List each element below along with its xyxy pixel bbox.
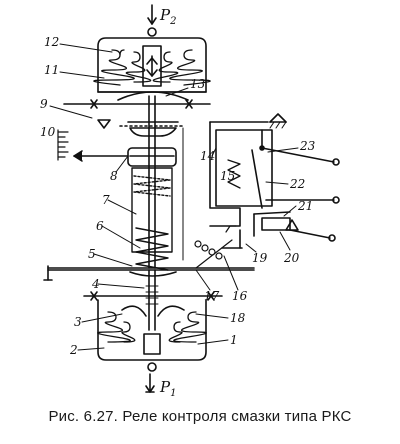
upper-diaphragm [117,91,189,101]
base-flange [43,265,255,281]
part-number-labels: 12 11 13 9 10 8 7 6 5 4 3 2 1 18 17 16 1… [40,35,316,357]
flange-mark-left [90,99,98,109]
label-p1: P [159,378,171,396]
lower-rod [145,269,159,331]
lower-bellows-housing [97,299,207,361]
part-14: 14 [200,149,215,163]
terminal-23 [332,158,340,166]
flange-mark-right [185,99,193,109]
scale-10 [57,129,69,161]
part-20: 20 [283,251,300,265]
wire-23 [261,147,335,163]
bottom-inlet [145,362,157,393]
svg-text:P1: P1 [159,378,176,399]
lower-flange-mark-right [207,291,215,301]
part-4: 4 [91,277,100,291]
part-17: 17 [204,289,220,303]
part-16: 16 [232,289,248,303]
part-22: 22 [289,177,305,191]
label-p2-sub: 2 [169,16,176,27]
upper-spring-box [142,45,162,87]
leader-lines [49,43,299,351]
terminal-22 [332,196,340,204]
label-p2: P [159,6,171,24]
part-13: 13 [190,77,206,91]
part-15: 15 [220,169,235,183]
frame-14 [182,121,269,261]
indicator-9 [97,119,111,129]
part-6: 6 [96,219,104,233]
svg-text:P2: P2 [159,6,176,27]
lower-bellows-left [97,311,136,343]
part-11: 11 [44,63,59,77]
part-18: 18 [230,311,246,325]
upper-bellows-left [93,49,152,86]
label-p1-sub: 1 [170,388,176,399]
figure-caption: Рис. 6.27. Реле контроля смазки типа РКС [48,408,352,425]
part-9: 9 [40,97,48,111]
contact-21 [253,211,336,242]
part-5: 5 [88,247,96,261]
upper-bellows-right [152,49,211,86]
spring-7 [131,167,173,271]
part-3: 3 [74,315,82,329]
lower-bellows-right [168,311,207,343]
upper-guide [129,127,177,137]
part-10: 10 [40,125,56,139]
contact-19 [221,229,243,249]
part-19: 19 [252,251,268,265]
part-2: 2 [69,343,78,357]
part-21: 21 [297,199,313,213]
pressure-labels: P2 P1 [159,6,176,399]
spring-16-17 [194,225,237,269]
part-23: 23 [299,139,316,153]
lower-flange-mark-left [90,291,98,301]
lower-diaphragm [121,305,185,317]
lower-stem [143,333,161,355]
part-7: 7 [102,193,110,207]
part-8: 8 [110,169,118,183]
pointer-8 [73,147,177,167]
top-inlet [147,4,157,37]
microswitch-15 [215,113,287,209]
part-1: 1 [230,333,238,347]
part-12: 12 [44,35,59,49]
